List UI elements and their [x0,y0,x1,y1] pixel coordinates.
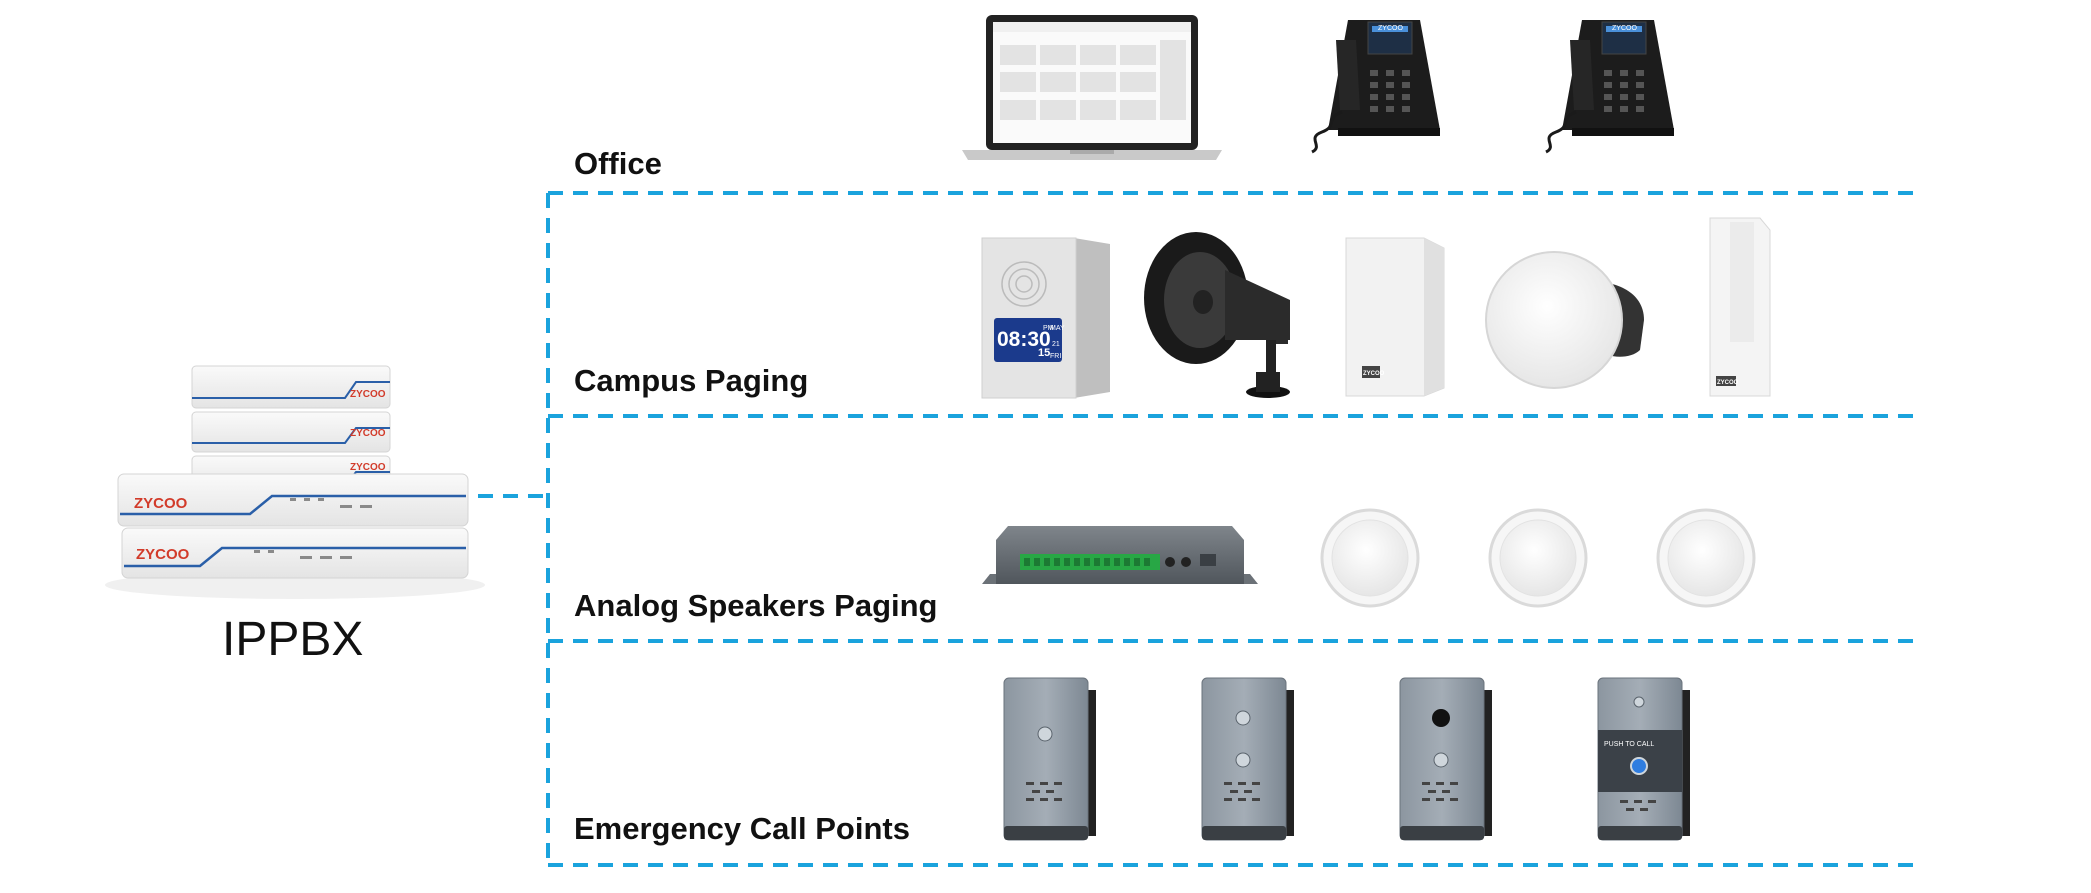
svg-text:ZYCOO: ZYCOO [350,462,386,473]
ceiling-speaker-icon [1485,251,1644,389]
paging-gateway-icon [982,526,1258,584]
ippbx-unit-small: ZYCOO [191,411,391,453]
svg-text:ZYCOO: ZYCOO [134,495,188,512]
zone-label-analog-speakers-paging: Analog Speakers Paging [574,588,938,623]
clock-ampm: PM [1043,325,1054,332]
svg-text:ZYCOO: ZYCOO [350,428,386,439]
svg-text:ZYCOO: ZYCOO [136,546,190,563]
ippbx-unit-small: ZYCOO [191,365,391,409]
clock-month: MAY [1050,325,1065,332]
intercom-icon [1399,677,1492,841]
ippbx-unit-large: ZYCOO [121,527,469,579]
ippbx-unit-large: ZYCOO [117,473,469,527]
zone-label-office: Office [574,146,662,181]
clock-speaker-icon: 08:30 PM MAY 15 21 FRI [981,237,1110,399]
horn-speaker-icon [1144,232,1290,398]
svg-text:ZYCOO: ZYCOO [1717,380,1739,386]
svg-text:ZYCOO: ZYCOO [1612,25,1637,32]
zone-label-emergency-call-points: Emergency Call Points [574,811,910,846]
intercom-call-label: PUSH TO CALL [1604,741,1654,748]
intercom-icon [1201,677,1294,841]
zone-label-campus-paging: Campus Paging [574,363,809,398]
clock-weekday: FRI [1050,353,1061,360]
svg-text:ZYCOO: ZYCOO [1363,371,1385,377]
intercom-icon [1003,677,1096,841]
ceiling-speaker-icon [1656,508,1756,608]
ippbx-label: IPPBX [222,613,364,666]
ip-phone-icon: ZYCOO [1545,20,1674,154]
column-speaker-icon: ZYCOO [1709,217,1771,397]
clock-year: 21 [1052,341,1060,348]
ippbx-device-stack: ZYCOO ZYCOO ZYCOO ZYCOO ZYCOO [105,365,485,599]
wall-speaker-icon: ZYCOO [1345,237,1445,397]
laptop-icon [962,15,1222,160]
ceiling-speaker-icon [1488,508,1588,608]
svg-text:ZYCOO: ZYCOO [1378,25,1403,32]
ip-phone-icon: ZYCOO [1311,20,1440,154]
clock-day: 15 [1038,347,1050,359]
svg-text:ZYCOO: ZYCOO [350,389,386,400]
connector-lines [478,191,1914,867]
intercom-icon: PUSH TO CALL [1597,677,1690,841]
clock-time: 08:30 [997,328,1051,351]
ceiling-speaker-icon [1320,508,1420,608]
